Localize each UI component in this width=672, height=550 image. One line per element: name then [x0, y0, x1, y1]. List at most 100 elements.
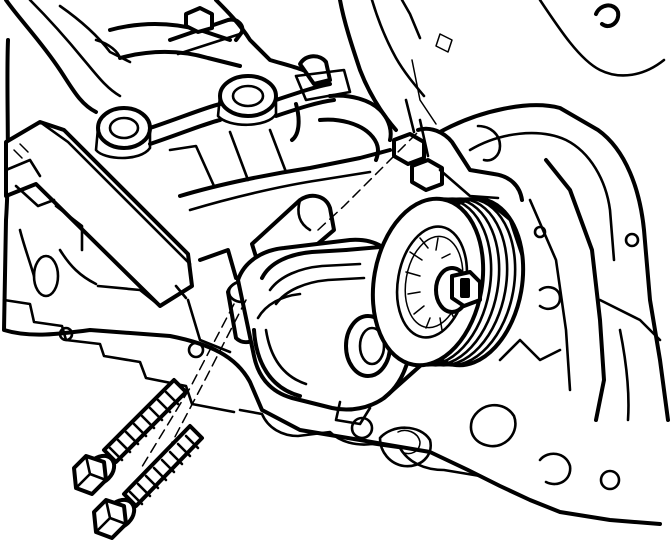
intake-runner-left-inner: [28, 0, 122, 98]
block-hole-2: [599, 469, 621, 491]
stud-nut-1: [392, 132, 426, 166]
manifold-lower-edge: [178, 148, 392, 198]
callout-leader: [411, 59, 437, 125]
bolt-lower-threads: [128, 434, 200, 506]
coil-module-mark-2: [19, 143, 29, 153]
fuel-rail-c: [274, 82, 332, 102]
fuel-rail-b: [148, 118, 222, 146]
coil-module-top-edge: [38, 120, 192, 266]
right-bracket-inner: [438, 168, 500, 200]
tensioner-rib-1: [268, 262, 362, 292]
block-right-web: [598, 298, 662, 342]
stud-1: [404, 98, 416, 134]
block-bolt-3: [533, 225, 547, 239]
coil-connector: [54, 204, 84, 252]
tensioner-mount-arm-edge: [297, 198, 312, 232]
bracket-left-arm: [198, 248, 238, 280]
top-right-fitting: [594, 3, 621, 29]
alignment-line-lower-bolt: [167, 299, 247, 451]
crossover-pipe-bottom: [118, 50, 242, 68]
manifold-rib-a: [168, 144, 216, 188]
tensioner-pulley: [370, 196, 526, 368]
bracket-left-web: [186, 298, 232, 354]
tensioner-rib-3: [256, 292, 302, 320]
alignment-line-upper-bolt: [139, 303, 235, 471]
coil-lower-bracket: [96, 284, 162, 308]
alignment-lines: [139, 129, 421, 471]
bracket-plate: [294, 68, 352, 102]
manifold-rib-c: [268, 128, 288, 174]
intake-runner-left-rib: [58, 4, 132, 64]
callout-marker: [435, 33, 453, 53]
block-hole-1: [350, 416, 374, 440]
tensioner-drum-top: [260, 248, 348, 280]
tensioner-stop-tab: [334, 400, 372, 426]
upper-tube-lower: [176, 32, 242, 56]
intake-port-2: [218, 74, 278, 118]
block-ribs-left: [2, 298, 236, 414]
coil-ear-mid: [58, 248, 98, 286]
manifold-center-right: [338, 0, 398, 132]
block-boss-2: [469, 403, 517, 448]
stud-2: [418, 118, 430, 158]
bracket-right-web: [498, 338, 562, 362]
block-boss-3: [538, 452, 572, 486]
top-right-hose: [538, 0, 666, 77]
harness-hose-1: [328, 93, 393, 142]
crossover-pipe-end: [94, 38, 122, 60]
intake-manifold: [4, 0, 524, 212]
block-boss-1-inner: [397, 429, 421, 455]
block-right-edge: [618, 328, 630, 422]
tensioner-mounting-bolt-lower: [92, 424, 204, 540]
block-right-outline: [438, 103, 670, 422]
coil-mount-hole: [32, 254, 60, 298]
manifold-right-rib-2: [400, 0, 422, 40]
bracket-bolt-top: [298, 54, 332, 86]
alignment-line-stud: [317, 129, 421, 231]
intake-port-2-inner: [231, 84, 265, 108]
coil-module-mark-1: [13, 149, 23, 159]
stud-nut-2: [410, 158, 444, 192]
intake-port-1-inner: [108, 116, 140, 140]
block-right-flange: [544, 158, 606, 422]
right-bracket-boss: [476, 124, 502, 162]
pulley-bolt-shank: [460, 278, 470, 298]
block-bolt-2: [58, 326, 74, 342]
block-boss-1: [378, 426, 432, 468]
coil-ear-left: [18, 228, 36, 278]
coil-module-tab: [4, 158, 42, 178]
accessory-bracket: [186, 198, 562, 362]
tensioner-arm-bottom: [382, 364, 422, 400]
tensioner-mounting-bolt-upper: [72, 378, 188, 496]
upper-nut: [184, 6, 214, 34]
manifold-rib-b: [228, 130, 250, 182]
block-boss-right: [538, 285, 562, 311]
block-ribs-mid: [238, 408, 482, 478]
coil-module-body: [4, 120, 194, 308]
bolt-upper-threads: [108, 390, 180, 462]
belt-tensioner: [226, 193, 422, 426]
bolt-lower-head-edges: [94, 498, 128, 534]
fuel-rail-d: [274, 98, 336, 118]
bracket-arm: [290, 102, 301, 142]
fuel-rail-a: [148, 102, 222, 130]
tensioner-drum-side-2: [264, 328, 308, 386]
block-right-hole: [624, 232, 640, 248]
fasteners: [58, 225, 562, 359]
manifold-lower-edge-2: [188, 170, 372, 212]
block-bolt-1: [187, 341, 205, 359]
intake-port-1: [96, 106, 152, 150]
bracket-right-arm: [484, 198, 524, 258]
tensioner-boss-inner: [358, 326, 386, 366]
coil-clip: [174, 284, 188, 300]
intake-runner-left-outer: [4, 0, 98, 114]
bolt-upper-head-edges: [74, 454, 108, 490]
intake-port-1-body: [94, 126, 152, 160]
manifold-right-rib: [370, 0, 426, 98]
right-bracket: [416, 126, 524, 202]
tensioner-drum-side: [252, 328, 302, 398]
coil-module: [4, 120, 194, 308]
coil-module-tab-2: [14, 184, 56, 208]
